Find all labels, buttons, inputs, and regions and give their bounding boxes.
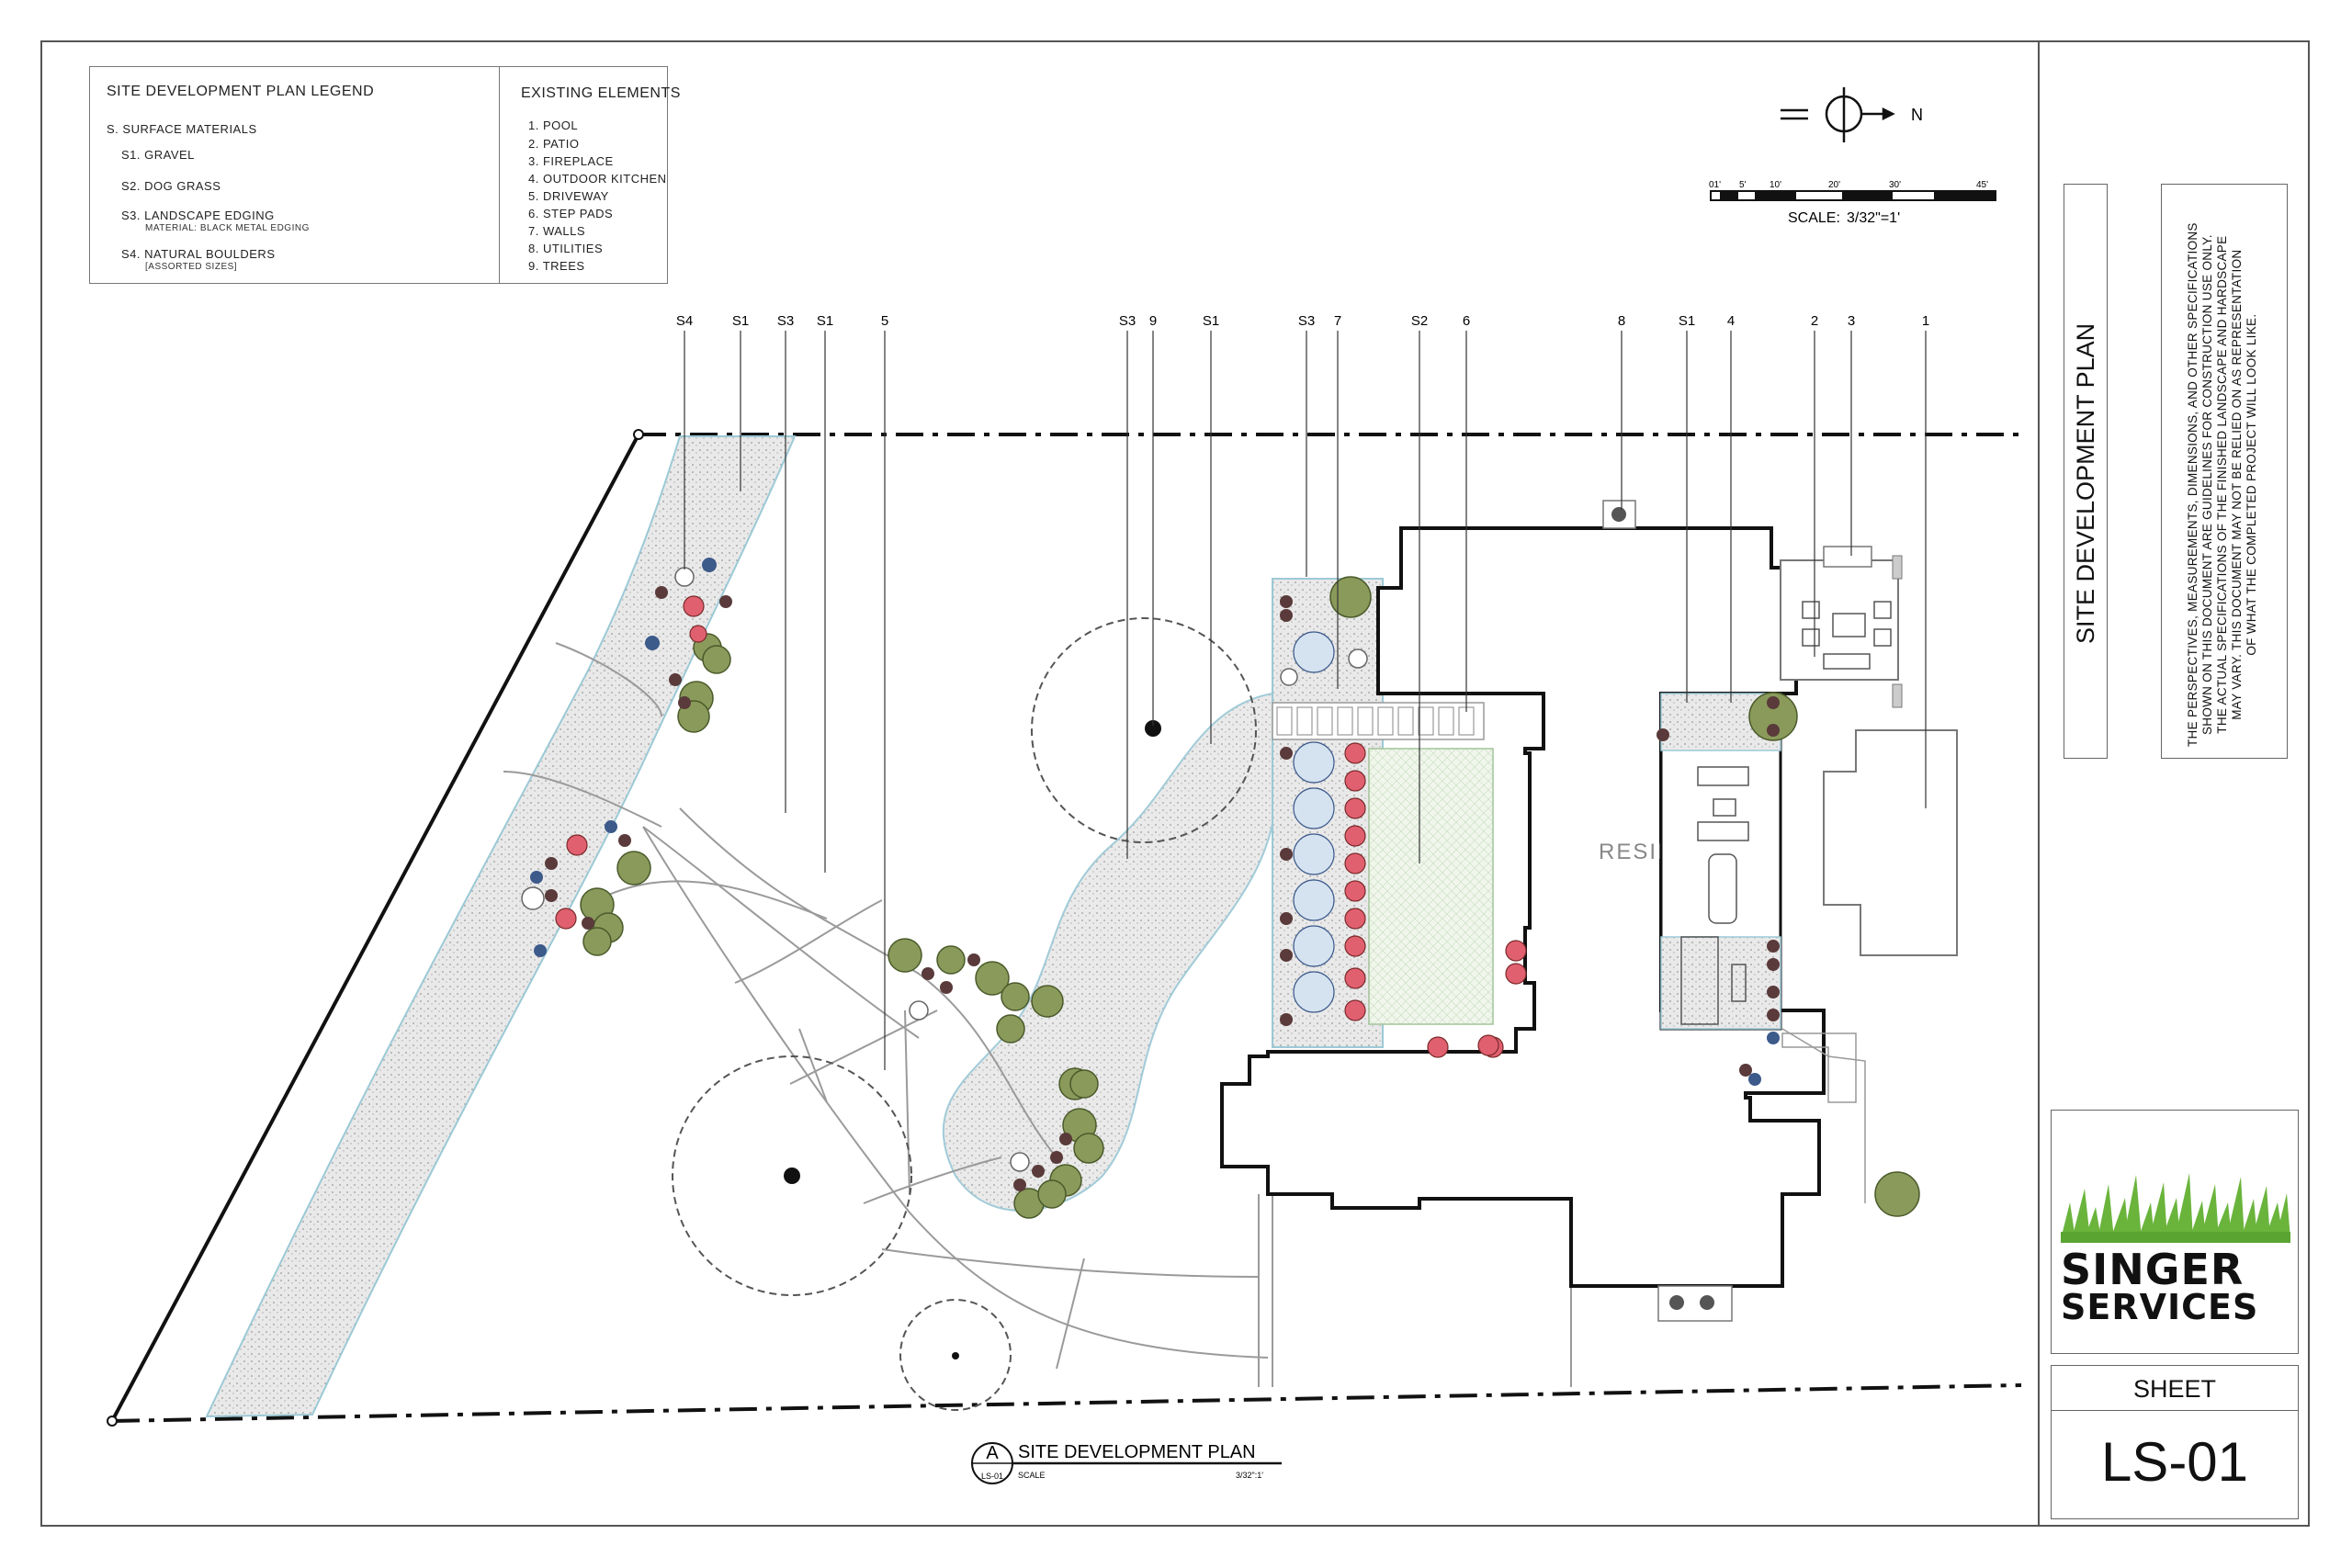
- scale-value: 3/32"=1': [1847, 210, 1900, 226]
- existing-item: 8. UTILITIES: [528, 242, 604, 255]
- callout-s1: S1: [1203, 313, 1219, 329]
- legend-item-edging-note: MATERIAL: BLACK METAL EDGING: [145, 223, 310, 233]
- svg-text:5': 5': [1739, 180, 1747, 190]
- svg-text:45': 45': [1976, 180, 1988, 190]
- callout-s4: S4: [676, 313, 693, 329]
- plan-title-tag: [971, 1442, 1282, 1484]
- callout-s3: S3: [777, 313, 794, 329]
- existing-title: EXISTING ELEMENTS: [521, 85, 681, 101]
- callout-3: 3: [1848, 313, 1855, 329]
- existing-item: 7. WALLS: [528, 224, 586, 238]
- callout-leaders: [684, 331, 1927, 1070]
- residence-outline[interactable]: [1220, 526, 1826, 1288]
- north-label: N: [1911, 106, 1923, 124]
- svg-text:10': 10': [1770, 180, 1781, 190]
- callout-s1: S1: [1679, 313, 1695, 329]
- property-lines: [107, 429, 2022, 1427]
- callout-1: 1: [1922, 313, 1929, 329]
- callout-8: 8: [1618, 313, 1625, 329]
- utilities-north: [1602, 500, 1636, 529]
- legend-item-edging: S3. LANDSCAPE EDGING: [121, 209, 275, 222]
- gravel-path-center: [943, 692, 1279, 1212]
- sheet-number-box: SHEET LS-01: [2051, 1365, 2299, 1519]
- disclaimer-line: THE PERSPECTIVES, MEASUREMENTS, DIMENSIO…: [2186, 222, 2199, 747]
- fireplace: [1823, 546, 1872, 568]
- north-arrow-icon: [1781, 87, 1895, 142]
- company-logo: SINGER SERVICES: [2051, 1110, 2299, 1354]
- callout-s3: S3: [1119, 313, 1136, 329]
- plan-title-scale-label: SCALE: [1018, 1471, 1046, 1480]
- disclaimer-line: OF WHAT THE COMPLETED PROJECT WILL LOOK …: [2245, 313, 2258, 656]
- sheet-title-box: SITE DEVELOPMENT PLAN: [2064, 184, 2108, 759]
- callout-5: 5: [881, 313, 888, 329]
- flagstone-walks: [503, 642, 1572, 1387]
- legend-item-boulders: S4. NATURAL BOULDERS: [121, 247, 276, 261]
- pool: [1823, 729, 1958, 956]
- callout-s3: S3: [1298, 313, 1315, 329]
- plantings: [521, 558, 1920, 1219]
- existing-item: 2. PATIO: [528, 137, 580, 151]
- utilities-south: [1657, 1285, 1733, 1322]
- sheet-border: [40, 40, 2310, 1527]
- legend-section: S. SURFACE MATERIALS: [107, 122, 257, 136]
- callout-7: 7: [1334, 313, 1341, 329]
- scale-bar: [1710, 190, 1996, 201]
- disclaimer-line: MAY VARY. THIS DOCUMENT MAY NOT BE RELIE…: [2230, 249, 2244, 720]
- existing-item: 5. DRIVEWAY: [528, 189, 609, 203]
- callout-2: 2: [1811, 313, 1818, 329]
- svg-text:20': 20': [1828, 180, 1840, 190]
- patio: [1780, 559, 1899, 681]
- callout-labels: S4 S1 S3 S1 5 S3 9 S1 S3 7 S2 6 8 S1 4 2…: [676, 313, 1929, 329]
- patio-furniture: [1802, 601, 1892, 670]
- plan-title-marker: A: [986, 1443, 999, 1463]
- logo-line1: SINGER: [2061, 1245, 2245, 1294]
- callout-6: 6: [1463, 313, 1470, 329]
- existing-item: 3. FIREPLACE: [528, 154, 614, 168]
- disclaimer-text: THE PERSPECTIVES, MEASUREMENTS, DIMENSIO…: [2186, 222, 2259, 747]
- plan-title: SITE DEVELOPMENT PLAN: [1018, 1442, 1256, 1462]
- svg-text:01': 01': [1709, 180, 1721, 190]
- callout-s2: S2: [1411, 313, 1428, 329]
- existing-item: 4. OUTDOOR KITCHEN: [528, 172, 667, 186]
- logo-line2: SERVICES: [2061, 1287, 2259, 1327]
- plan-title-ref: LS-01: [981, 1472, 1003, 1481]
- scale-label: SCALE:: [1788, 210, 1840, 226]
- callout-9: 9: [1149, 313, 1157, 329]
- disclaimer-line: THE ACTUAL SPECIFICATIONS OF THE FINISHE…: [2215, 235, 2229, 734]
- grass-logo-icon: [2061, 1173, 2290, 1243]
- plan-title-scale-value: 3/32":1': [1236, 1471, 1263, 1480]
- title-block: [2038, 40, 2312, 1527]
- sheet-label: SHEET: [2132, 1375, 2217, 1403]
- dog-grass: [1368, 748, 1494, 1025]
- step-pads: [1276, 706, 1475, 736]
- callout-s1: S1: [817, 313, 833, 329]
- legend-item-dog-grass: S2. DOG GRASS: [121, 179, 221, 193]
- disclaimer-box: THE PERSPECTIVES, MEASUREMENTS, DIMENSIO…: [2161, 184, 2288, 759]
- disclaimer-line: SHOWN ON THIS DOCUMENT ARE GUIDELINES FO…: [2200, 234, 2214, 736]
- scale-ticks: 01' 5' 10' 20' 30' 45': [1709, 180, 1988, 190]
- gravel-path-west: [205, 435, 797, 1418]
- callout-4: 4: [1727, 313, 1735, 329]
- sheet-number: LS-01: [2100, 1431, 2249, 1493]
- existing-trees: [672, 617, 1257, 1411]
- legend-item-boulders-note: [ASSORTED SIZES]: [145, 262, 238, 272]
- legend-item-gravel: S1. GRAVEL: [121, 148, 195, 162]
- existing-item: 6. STEP PADS: [528, 207, 614, 220]
- kitchen-fixtures: [1680, 766, 1749, 1025]
- sheet-title: SITE DEVELOPMENT PLAN: [2072, 322, 2099, 644]
- existing-item: 1. POOL: [528, 118, 579, 132]
- legend-title: SITE DEVELOPMENT PLAN LEGEND: [107, 84, 375, 99]
- legend-box: SITE DEVELOPMENT PLAN LEGEND S. SURFACE …: [89, 66, 680, 284]
- existing-item: 9. TREES: [528, 259, 585, 273]
- svg-text:30': 30': [1889, 180, 1901, 190]
- callout-s1: S1: [732, 313, 749, 329]
